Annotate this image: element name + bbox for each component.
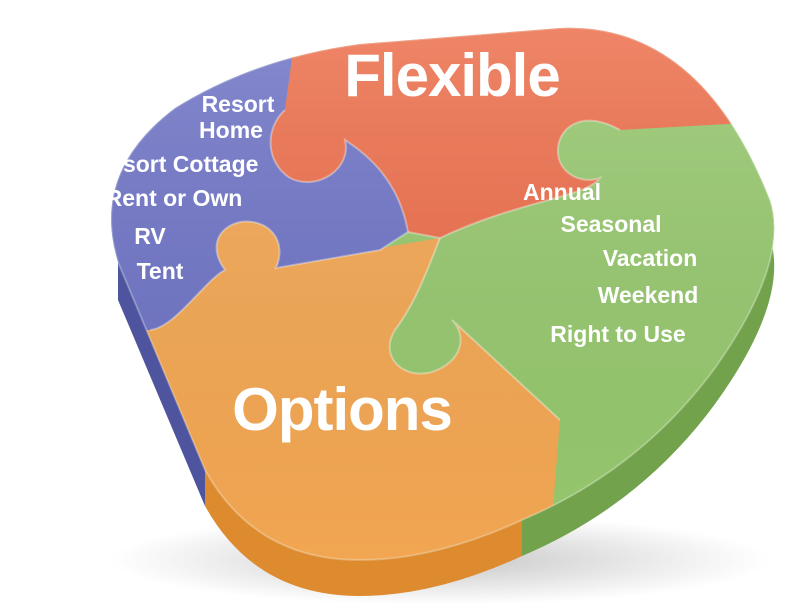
right-item-seasonal: Seasonal	[561, 211, 662, 237]
piece-seams	[149, 109, 621, 421]
left-item-tent: Tent	[137, 258, 184, 284]
left-item-home: Home	[199, 117, 263, 143]
right-item-annual: Annual	[523, 179, 601, 205]
tile-thickness	[118, 200, 775, 596]
bottom-side-edge	[205, 470, 522, 596]
right-item-weekend: Weekend	[598, 282, 699, 308]
right-side-edge	[522, 200, 775, 556]
flexible-title: Flexible	[344, 42, 559, 109]
left-item-rv: RV	[134, 223, 166, 249]
left-item-resort-cottage: Resort Cottage	[94, 151, 259, 177]
options-title: Options	[232, 376, 452, 443]
tile-rim	[110, 26, 776, 562]
left-item-resort: Resort	[202, 91, 275, 117]
left-side-edge	[118, 262, 205, 506]
left-item-rent-or-own: Rent or Own	[106, 185, 243, 211]
right-item-vacation: Vacation	[603, 245, 698, 271]
right-item-right-to-use: Right to Use	[550, 321, 685, 347]
